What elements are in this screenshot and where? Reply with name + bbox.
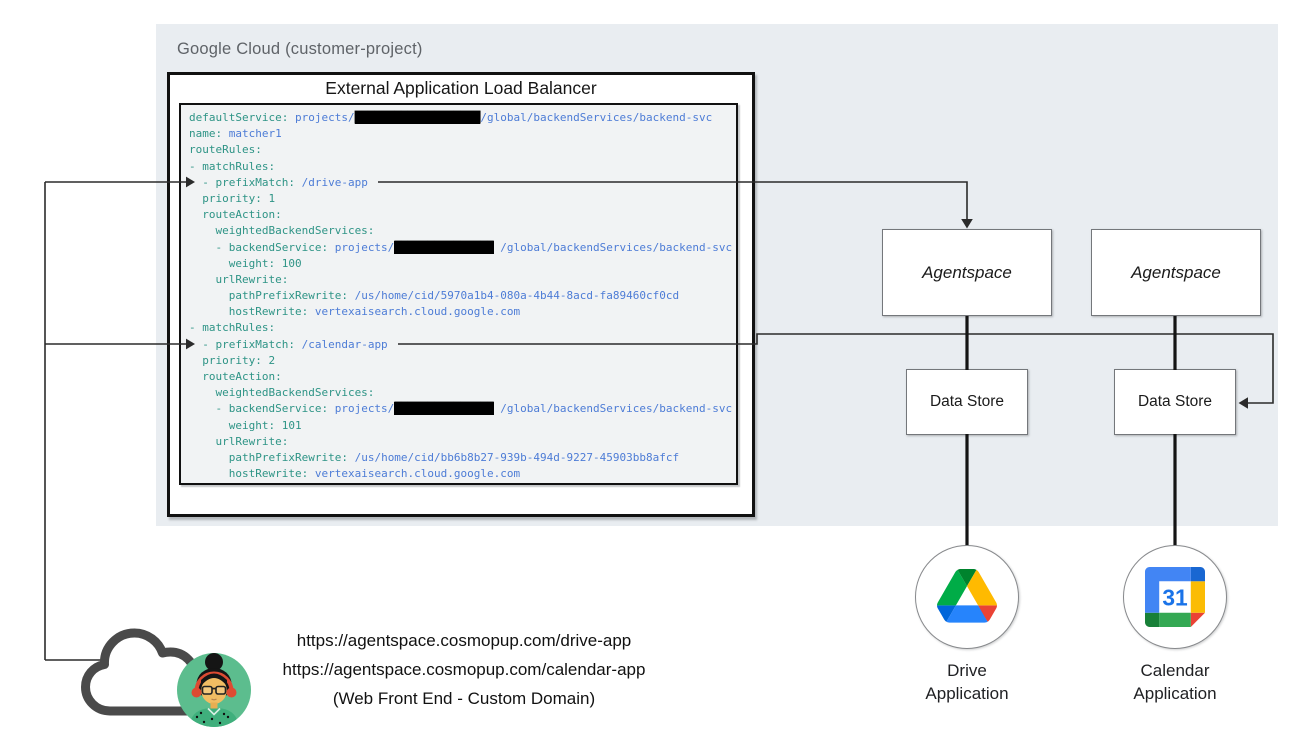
datastore-node-2: Data Store: [1114, 369, 1236, 435]
google-drive-icon: [937, 569, 997, 623]
load-balancer-title: External Application Load Balancer: [325, 78, 597, 98]
code-line: weight: 100: [189, 256, 302, 270]
agentspace-node-2: Agentspace: [1091, 229, 1261, 316]
code-line: - matchRules:: [189, 321, 276, 335]
code-line: name: matcher1: [189, 127, 282, 141]
code-line: - backendService: projects/█████████████…: [189, 402, 733, 416]
code-line: priority: 1: [189, 191, 276, 205]
gcp-panel-label: Google Cloud (customer-project): [177, 40, 423, 58]
calendar-day-number: 31: [1162, 584, 1188, 610]
url-map-config-code: defaultService: projects/███████████████…: [179, 103, 738, 485]
code-line: - matchRules:: [189, 159, 276, 173]
drive-url: https://agentspace.cosmopup.com/drive-ap…: [296, 631, 632, 650]
code-line: hostRewrite: vertexaisearch.cloud.google…: [189, 305, 521, 319]
code-line: pathPrefixRewrite: /us/home/cid/5970a1b4…: [189, 289, 680, 303]
agentspace-node-1-label: Agentspace: [922, 262, 1012, 282]
code-line: routeAction:: [189, 370, 282, 383]
code-line: defaultService: projects/███████████████…: [189, 111, 713, 124]
frontend-caption: (Web Front End - Custom Domain): [332, 689, 596, 708]
hair-bun: [205, 653, 223, 671]
code-line: urlRewrite:: [189, 434, 289, 448]
code-line: weightedBackendServices:: [189, 386, 375, 400]
glasses: [201, 685, 213, 695]
frontend-urls: https://agentspace.cosmopup.com/drive-ap…: [247, 626, 681, 713]
agentspace-node-2-label: Agentspace: [1131, 262, 1221, 282]
code-line: urlRewrite:: [189, 272, 289, 286]
user-avatar: [177, 653, 251, 727]
datastore-node-1: Data Store: [906, 369, 1028, 435]
datastore-node-1-label: Data Store: [929, 393, 1005, 410]
drive-app-label: Drive Application: [925, 661, 1009, 703]
drive-app-circle: [915, 545, 1019, 649]
code-line: pathPrefixRewrite: /us/home/cid/bb6b8b27…: [189, 450, 680, 464]
code-line: routeRules:: [189, 143, 262, 157]
agentspace-node-1: Agentspace: [882, 229, 1052, 316]
code-line: hostRewrite: vertexaisearch.cloud.google…: [189, 467, 521, 481]
google-calendar-icon: 31: [1145, 567, 1205, 627]
code-line: - prefixMatch: /calendar-app: [189, 337, 388, 351]
code-line: priority: 2: [189, 353, 276, 367]
code-line: routeAction:: [189, 208, 282, 222]
code-line: - prefixMatch: /drive-app: [189, 175, 368, 189]
calendar-url: https://agentspace.cosmopup.com/calendar…: [282, 660, 646, 679]
datastore-node-2-label: Data Store: [1137, 393, 1213, 410]
code-line: weightedBackendServices:: [189, 224, 375, 238]
calendar-app-label: Calendar Application: [1133, 661, 1217, 703]
code-line: weight: 101: [189, 418, 302, 432]
code-line: - backendService: projects/█████████████…: [189, 240, 733, 254]
